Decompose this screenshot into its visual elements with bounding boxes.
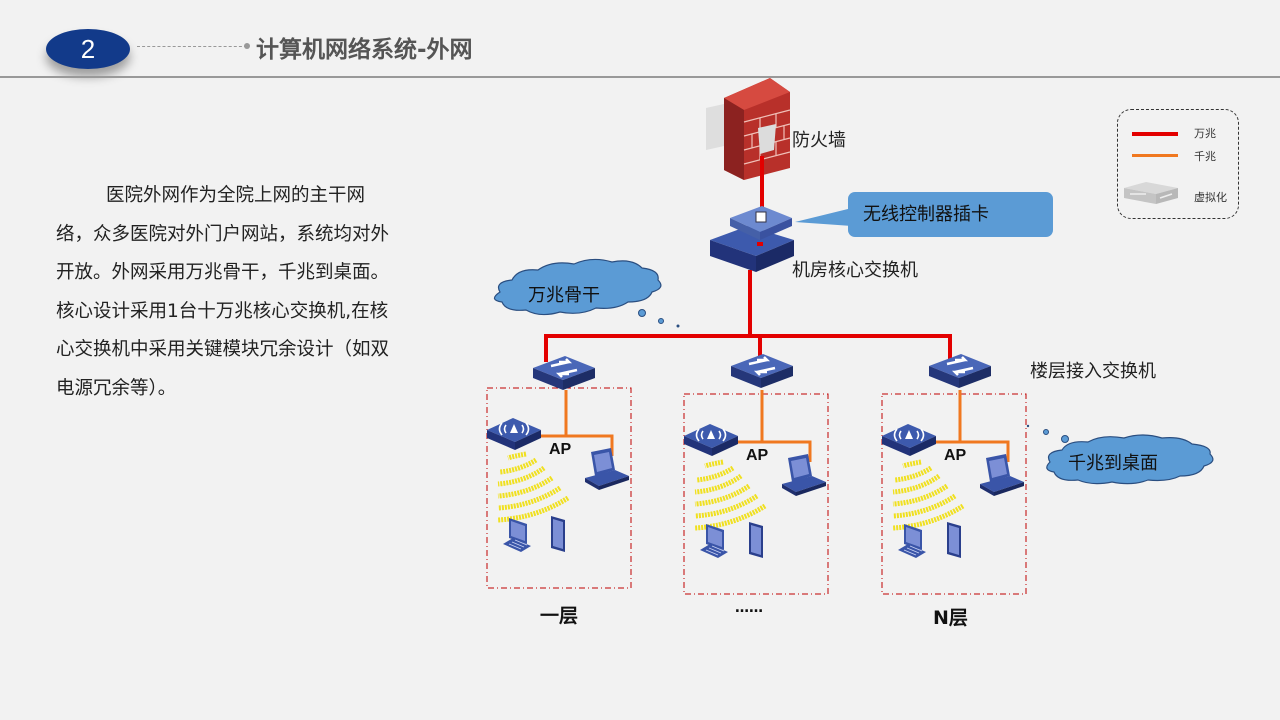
legend-virtualization-label: 虚拟化 bbox=[1194, 191, 1227, 204]
description-text: 医院外网作为全院上网的主干网络，众多医院对外门户网站，系统均对外开放。外网采用万… bbox=[56, 185, 390, 399]
ap-label-floor-2: AP bbox=[746, 447, 769, 464]
floor-group-1 bbox=[486, 354, 632, 589]
access-switch-label: 楼层接入交换机 bbox=[1030, 361, 1156, 382]
backbone-links bbox=[544, 270, 952, 362]
page-title: 计算机网络系统-外网 bbox=[256, 37, 473, 63]
core-switch-icon bbox=[710, 206, 794, 272]
backbone-cloud-shape bbox=[493, 258, 680, 328]
legend-ten-gigabit-label: 万兆 bbox=[1194, 127, 1216, 140]
legend-gigabit-line bbox=[1132, 154, 1178, 157]
wireless-controller-callout: 无线控制器插卡 bbox=[848, 192, 1053, 237]
firewall-label: 防火墙 bbox=[792, 130, 846, 151]
floor-label-n: N层 bbox=[933, 607, 968, 629]
backbone-cloud-label: 万兆骨干 bbox=[528, 285, 600, 306]
title-connector-line bbox=[137, 46, 247, 47]
desktop-cloud-label: 千兆到桌面 bbox=[1068, 453, 1158, 474]
core-switch-label: 机房核心交换机 bbox=[792, 260, 918, 281]
desktop-cloud-shape bbox=[1026, 424, 1214, 485]
floor-label-1: 一层 bbox=[540, 605, 579, 627]
title-connector-dot bbox=[244, 43, 250, 49]
virtual-switch-icon bbox=[1124, 182, 1178, 204]
floor-group-n bbox=[881, 352, 1027, 595]
legend-ten-gigabit-line bbox=[1132, 132, 1178, 136]
floor-group-2 bbox=[683, 352, 829, 595]
firewall-icon bbox=[706, 78, 791, 180]
section-number-badge: 2 bbox=[46, 29, 130, 69]
legend: 万兆 千兆 虚拟化 bbox=[1117, 109, 1239, 219]
ap-label-floor-n: AP bbox=[944, 447, 967, 464]
header-divider bbox=[0, 76, 1280, 78]
legend-gigabit-label: 千兆 bbox=[1194, 150, 1216, 163]
ap-label-floor-1: AP bbox=[549, 441, 572, 458]
floor-label-ellipsis: …… bbox=[735, 600, 763, 616]
callout-pointer bbox=[795, 208, 852, 226]
